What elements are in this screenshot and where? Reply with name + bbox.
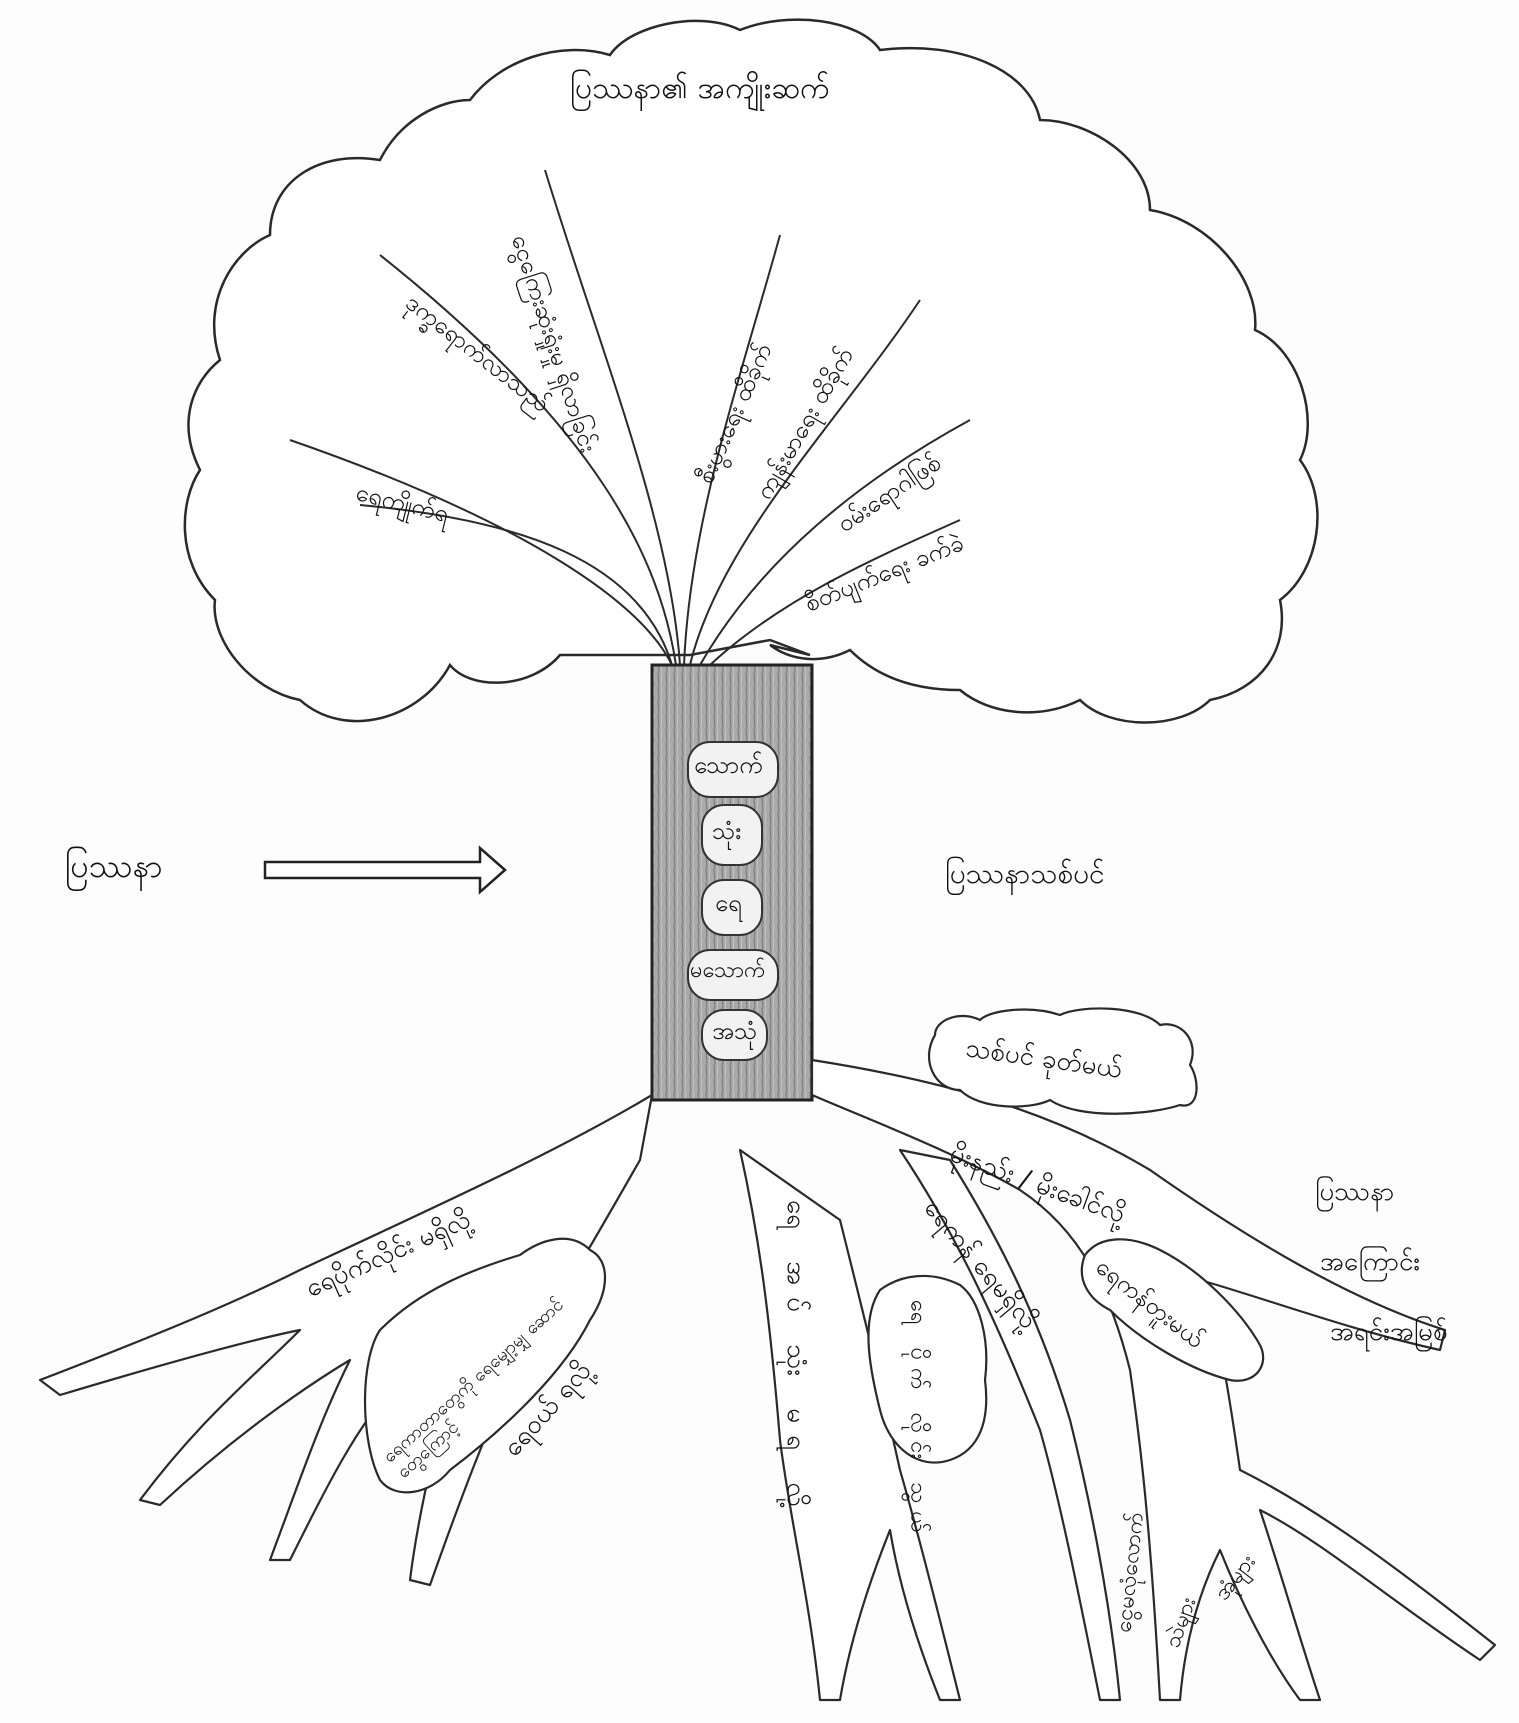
causes-label-line-1: ပြဿနာ — [1315, 1178, 1394, 1208]
root-label-4: ရေ အပ် သုံး မရ လို့ — [780, 1200, 810, 1519]
trunk-word-3: ရေ — [715, 890, 742, 918]
root-label-5: ရေ ပိုက် လိုင်း သွယ် — [905, 1300, 930, 1541]
trunk-word-1: သောက် — [694, 752, 763, 780]
problem-arrow — [265, 848, 505, 892]
causes-label-line-3: အရင်းအမြစ် — [1330, 1318, 1448, 1348]
trunk-word-2: သုံး — [712, 818, 741, 846]
problem-label: ပြဿနာ — [65, 848, 162, 885]
vision-label: ပြဿနာသစ်ပင် — [945, 858, 1105, 890]
canopy-title: ပြဿနာ၏ အကျိုးဆက် — [570, 72, 830, 107]
trunk-word-5: အသုံ — [712, 1018, 757, 1046]
trunk-word-4: မသောက် — [690, 958, 766, 983]
causes-label-line-2: အကြောင်း — [1320, 1248, 1420, 1278]
roots — [40, 1060, 1495, 1700]
